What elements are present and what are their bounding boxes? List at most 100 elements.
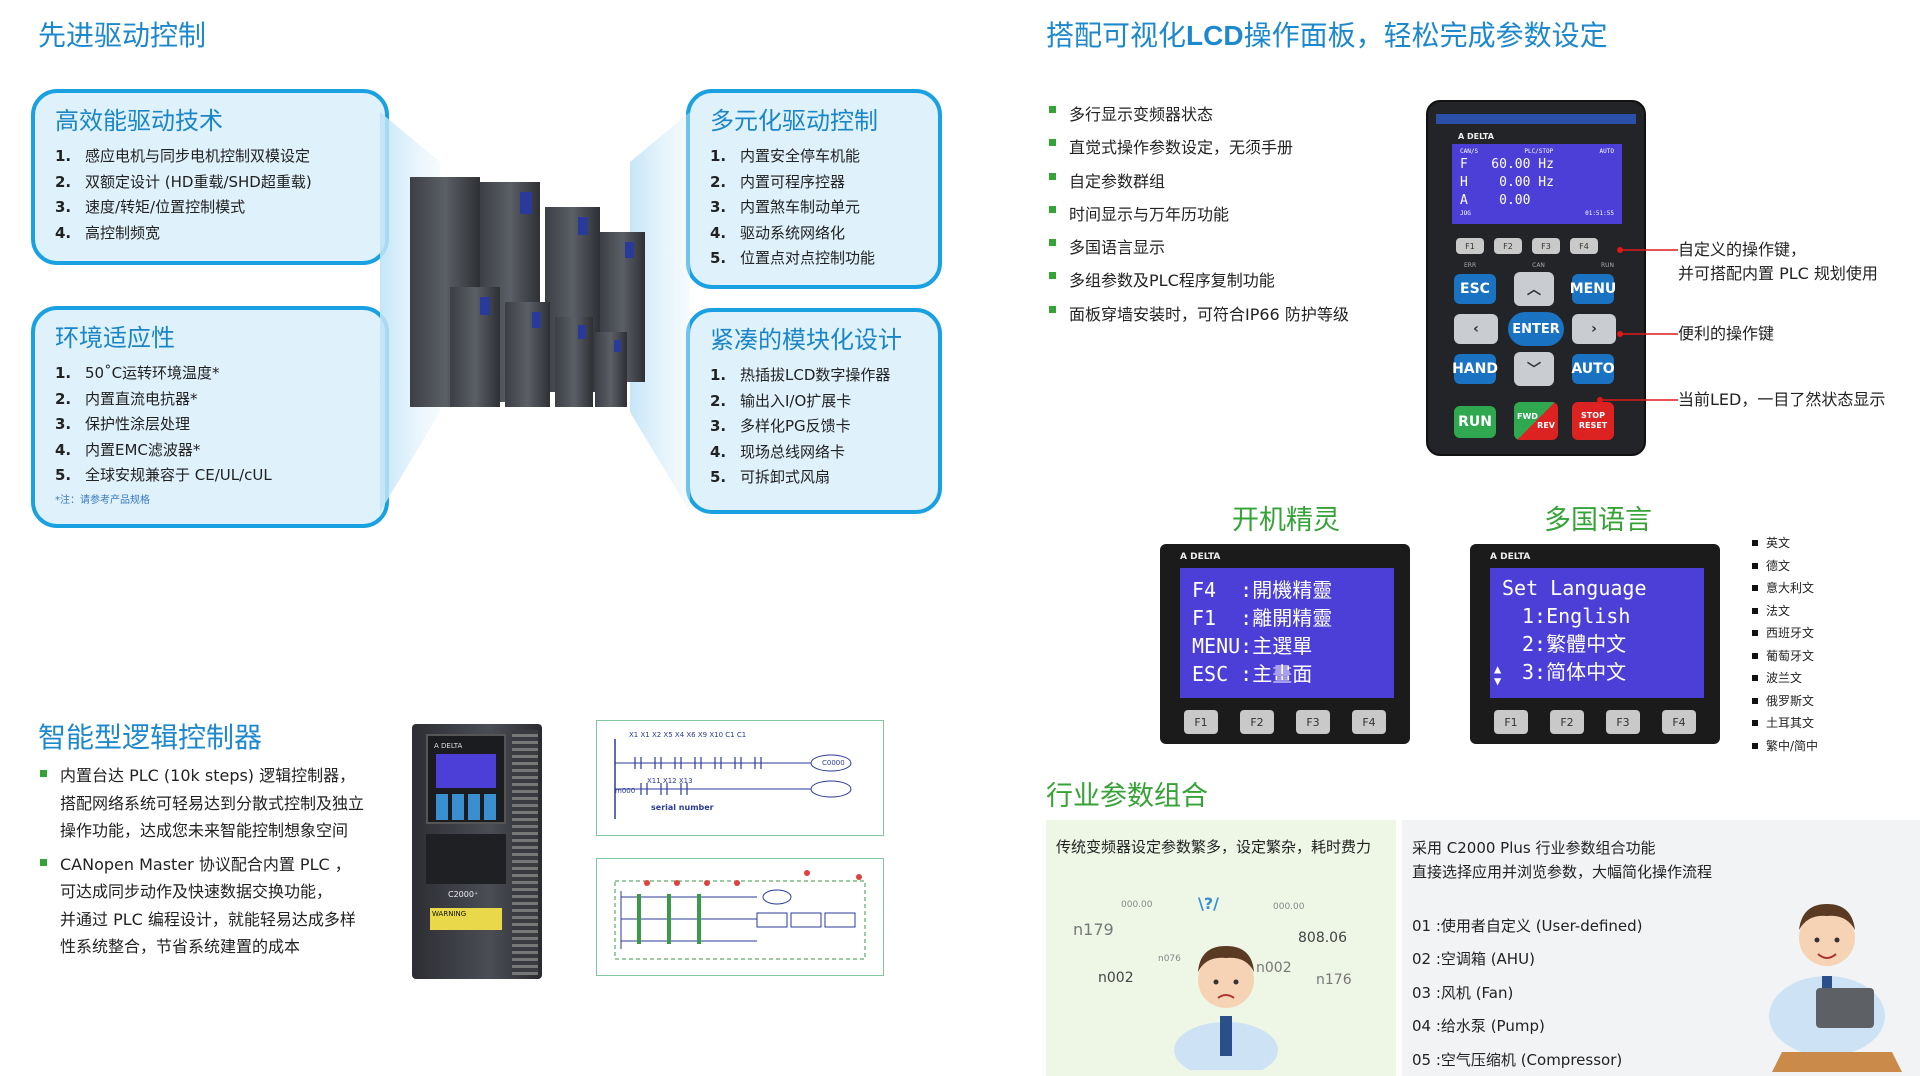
f4-button[interactable]: F4 [1570,238,1598,254]
list-item: 5.可拆卸式风扇 [710,468,831,486]
down-button[interactable]: ﹀ [1514,352,1554,386]
annotation-led-status: 当前LED，一目了然状态显示 [1678,390,1886,409]
card-title: 环境适应性 [55,324,175,352]
warning-label: WARNING [430,908,502,930]
f2-button[interactable]: F2 [1494,238,1522,254]
ladder-left-label: m000 [615,787,636,795]
ladder-output-label: C0000 [822,759,845,767]
list-item: 1.感应电机与同步电机控制双模设定 [55,147,311,165]
f1-button[interactable]: F1 [1494,710,1528,734]
chevron-down-icon: ﹀ [1527,362,1541,378]
wizard-screen: F4 :開機精靈 F1 :離開精靈 MENU:主選單 ESC :主畫面 [1180,568,1394,698]
list-item: 2.双额定设计 (HD重载/SHD超重载) [55,172,312,191]
floating-param: n176 [1316,972,1352,988]
up-down-arrow-icon: ▲▼ [1494,662,1502,688]
list-item: 面板穿墙安装时，可符合IP66 防护等级 [1047,298,1349,331]
section-title-drive: 先进驱动控制 [38,19,207,52]
ladder-serial-label: serial number [651,803,714,812]
list-item: 3.保护性涂层处理 [55,415,191,433]
c2000-plus-panel: 采用 C2000 Plus 行业参数组合功能直接选择应用并浏览参数，大幅简化操作… [1402,820,1920,1076]
f1-button[interactable]: F1 [1184,710,1218,734]
delta-logo: A DELTA [1490,552,1531,562]
auto-button[interactable]: AUTO [1571,354,1615,384]
list-item: 时间显示与万年历功能 [1047,198,1349,231]
card-diverse-control: 多元化驱动控制 1.内置安全停车机能 2.内置可程序控器 3.内置煞车制动单元 … [686,89,942,289]
annotation-custom-keys: 自定义的操作键，并可搭配内置 PLC 规划使用 [1678,240,1878,283]
language-title: 多国语言 [1544,505,1652,536]
list-item: 3.多样化PG反馈卡 [710,417,851,435]
right-button[interactable]: › [1572,314,1616,344]
floating-param: n179 [1073,920,1114,939]
f2-button[interactable]: F2 [1240,710,1274,734]
list-item: CANopen Master 协议配合内置 PLC ，可达成同步动作及快速数据交… [38,851,398,961]
list-item: 俄罗斯文 [1752,690,1818,713]
list-item: 法文 [1752,600,1818,623]
card-high-efficiency: 高效能驱动技术 1.感应电机与同步电机控制双模设定 2.双额定设计 (HD重载/… [31,89,389,265]
list-item: 4.现场总线网络卡 [710,442,846,461]
list-item: 4.高控制频宽 [55,223,161,242]
err-led-label: ERR [1464,262,1477,269]
f4-button[interactable]: F4 [1352,710,1386,734]
f4-button[interactable]: F4 [1662,710,1696,734]
f3-button[interactable]: F3 [1296,710,1330,734]
list-item: 自定参数群组 [1047,165,1349,198]
traditional-caption: 传统变频器设定参数繁多，设定繁杂，耗时费力 [1056,838,1372,856]
list-item: 多国语言显示 [1047,231,1349,264]
c2000-drive-illustration: A DELTA C2000⁺ WARNING [412,724,542,979]
language-list: 英文 德文 意大利文 法文 西班牙文 葡萄牙文 波兰文 俄罗斯文 土耳其文 繁中… [1752,532,1818,757]
card-modular-design: 紧凑的模块化设计 1.热插拔LCD数字操作器 2.输出入I/O扩展卡 3.多样化… [686,308,942,514]
list-item: 5.位置点对点控制功能 [710,249,876,267]
wizard-title: 开机精灵 [1232,505,1340,536]
list-item: 西班牙文 [1752,622,1818,645]
industry-title: 行业参数组合 [1046,781,1208,812]
floating-param: 000.00 [1273,902,1305,912]
list-item: 4.内置EMC滤波器* [55,440,201,459]
hand-button[interactable]: HAND [1452,354,1498,384]
section-title-lcd: 搭配可视化LCD操作面板，轻松完成参数设定 [1046,19,1608,52]
list-item: 意大利文 [1752,577,1818,600]
language-screen: Set Language 1:English 2:繁體中文 3:简体中文 ▲▼ [1490,568,1704,698]
list-item: 繁中/简中 [1752,735,1818,758]
list-item: 1.热插拔LCD数字操作器 [710,366,891,384]
f3-button[interactable]: F3 [1606,710,1640,734]
language-lcd-panel: A DELTA Set Language 1:English 2:繁體中文 3:… [1470,544,1720,744]
list-item: 01 :使用者自定义 (User-defined) [1412,917,1643,935]
industry-preset-list: 01 :使用者自定义 (User-defined) 02 :空调箱 (AHU) … [1412,910,1643,1076]
list-item: 多行显示变频器状态 [1047,98,1349,131]
run-led-label: RUN [1600,262,1614,269]
list-item: 葡萄牙文 [1752,645,1818,668]
f3-button[interactable]: F3 [1532,238,1560,254]
run-button[interactable]: RUN [1454,406,1496,438]
list-item: 2.内置直流电抗器* [55,389,198,408]
chevron-left-icon: ‹ [1473,321,1479,337]
list-item: 土耳其文 [1752,712,1818,735]
floating-param: n002 [1098,970,1134,986]
enter-button[interactable]: ENTER [1508,312,1564,346]
left-button[interactable]: ‹ [1454,314,1498,344]
footnote: *注：请参考产品规格 [55,494,150,506]
list-item: 5.全球安规兼容于 CE/UL/cUL [55,466,272,484]
card-environment: 环境适应性 1.50˚C运转环境温度* 2.内置直流电抗器* 3.保护性涂层处理… [31,306,389,528]
ladder-function-blocks [614,870,866,960]
f2-button[interactable]: F2 [1550,710,1584,734]
delta-logo: A DELTA [1458,132,1494,141]
f1-button[interactable]: F1 [1456,238,1484,254]
drive-family-illustration [380,112,690,512]
menu-button[interactable]: MENU [1570,274,1616,304]
list-item: 4.驱动系统网络化 [710,223,846,242]
list-item: 2.输出入I/O扩展卡 [710,391,852,410]
list-item: 英文 [1752,532,1818,555]
list-item: 2.内置可程序控器 [710,172,846,191]
esc-button[interactable]: ESC [1454,274,1496,304]
up-button[interactable]: ︿ [1514,272,1554,306]
section-title-plc: 智能型逻辑控制器 [38,721,263,754]
floating-param: 808.06 [1298,930,1347,946]
list-item: 1.50˚C运转环境温度* [55,364,220,382]
lcd-feature-list: 多行显示变频器状态 直觉式操作参数设定，无须手册 自定参数群组 时间显示与万年历… [1047,98,1349,331]
ladder-contact-labels: X1 X1 X2 X5 X4 X6 X9 X10 C1 C1 [629,731,747,739]
list-item: 德文 [1752,555,1818,578]
list-item: 3.速度/转矩/位置控制模式 [55,198,246,216]
